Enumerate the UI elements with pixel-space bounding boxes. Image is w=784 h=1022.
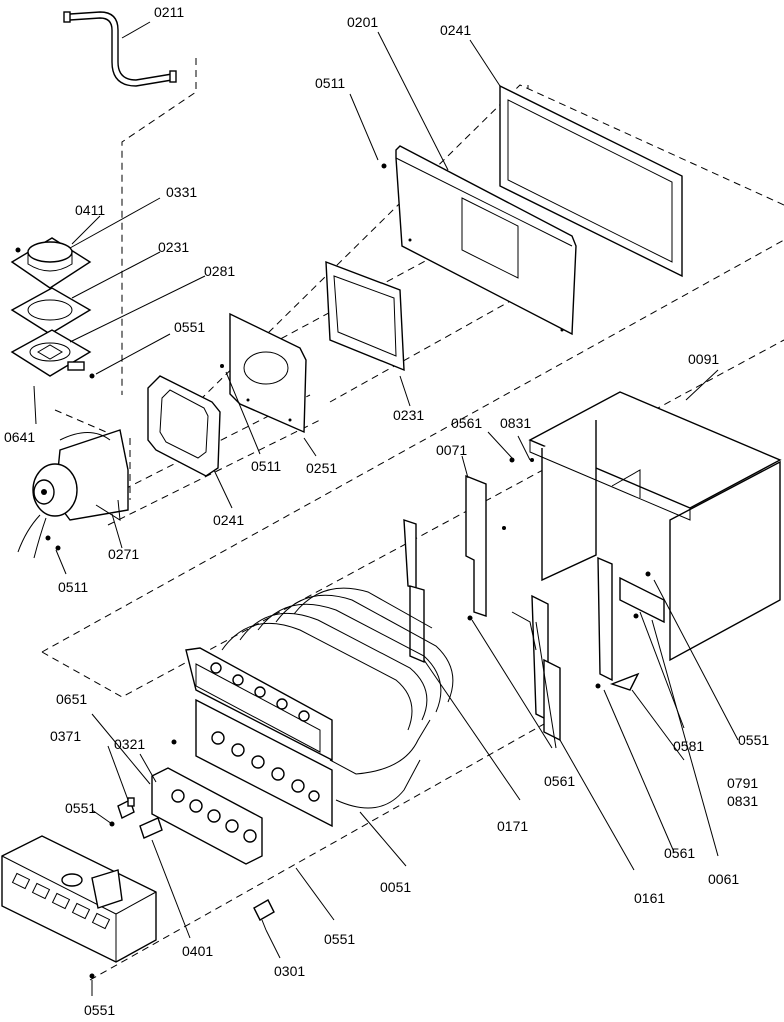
label-0281: 0281	[204, 263, 235, 279]
label-0161: 0161	[634, 890, 665, 906]
bracket-0161	[511, 594, 601, 742]
igniter-bracket-0371	[109, 797, 135, 827]
heat-exchanger-0051	[185, 587, 454, 809]
label-0251: 0251	[306, 460, 337, 476]
label-0831-top: 0831	[500, 415, 531, 431]
bracket-0061	[597, 556, 665, 691]
gasket-0231-middle	[325, 260, 405, 372]
label-0791: 0791	[727, 775, 758, 791]
inducer-motor-0271	[17, 429, 129, 559]
label-0071: 0071	[436, 442, 467, 458]
label-0201: 0201	[347, 14, 378, 30]
label-0231-left: 0231	[158, 239, 189, 255]
flue-collar-0411-0331	[10, 237, 92, 289]
label-0241-top: 0241	[440, 22, 471, 38]
assembly-outline-lower	[89, 714, 561, 981]
leader-lines	[33, 21, 739, 996]
label-0551-bottom: 0551	[84, 1002, 115, 1018]
label-0831-right: 0831	[727, 793, 758, 809]
label-0551-left: 0551	[174, 319, 205, 335]
hose-part-0211	[63, 11, 177, 87]
control-box-assembly	[1, 835, 157, 979]
access-panel-0241-right	[499, 84, 683, 278]
flue-guide-lines	[54, 58, 531, 526]
sensor-0401	[139, 817, 163, 839]
mounting-plate-0251	[220, 312, 307, 434]
label-0371: 0371	[50, 728, 81, 744]
label-0091: 0091	[688, 351, 719, 367]
label-0551-igniter: 0551	[65, 800, 96, 816]
label-0401: 0401	[182, 943, 213, 959]
bracket-0171	[403, 519, 425, 664]
assembly-outline-upper	[199, 84, 784, 470]
label-0321: 0321	[114, 736, 145, 752]
label-0241-left: 0241	[213, 512, 244, 528]
label-0561-middle: 0561	[544, 773, 575, 789]
label-0331: 0331	[166, 184, 197, 200]
label-0411: 0411	[75, 202, 105, 218]
gasket-0231-left	[10, 287, 92, 335]
label-0511-middle: 0511	[251, 458, 281, 474]
label-0211: 0211	[154, 4, 184, 20]
label-0581: 0581	[673, 738, 704, 754]
label-0651: 0651	[56, 691, 87, 707]
bracket-0071	[465, 474, 506, 621]
gasket-0241-left	[147, 375, 221, 477]
label-0231-middle: 0231	[393, 407, 424, 423]
label-0551-burner: 0551	[324, 931, 355, 947]
flame-sensor-0301	[253, 899, 275, 931]
burner-gasket-0651	[151, 767, 263, 865]
label-0561-top: 0561	[451, 415, 482, 431]
inducer-plate-0281	[10, 329, 95, 379]
label-0511-top: 0511	[315, 75, 345, 91]
label-0061: 0061	[708, 871, 739, 887]
label-0641: 0641	[4, 429, 35, 445]
label-0271: 0271	[108, 546, 139, 562]
label-0301: 0301	[274, 963, 305, 979]
part-labels: 0211 0201 0241 0511 0411 0331 0231 0281 …	[4, 4, 769, 1018]
label-0551-right: 0551	[738, 732, 769, 748]
label-0511-bottom: 0511	[58, 579, 88, 595]
cabinet-0091	[509, 391, 782, 662]
collector-panel-0201	[381, 145, 577, 336]
label-0171: 0171	[497, 818, 528, 834]
label-0051: 0051	[380, 879, 411, 895]
label-0561-lower: 0561	[664, 845, 695, 861]
burner-panel-0321	[171, 698, 333, 828]
